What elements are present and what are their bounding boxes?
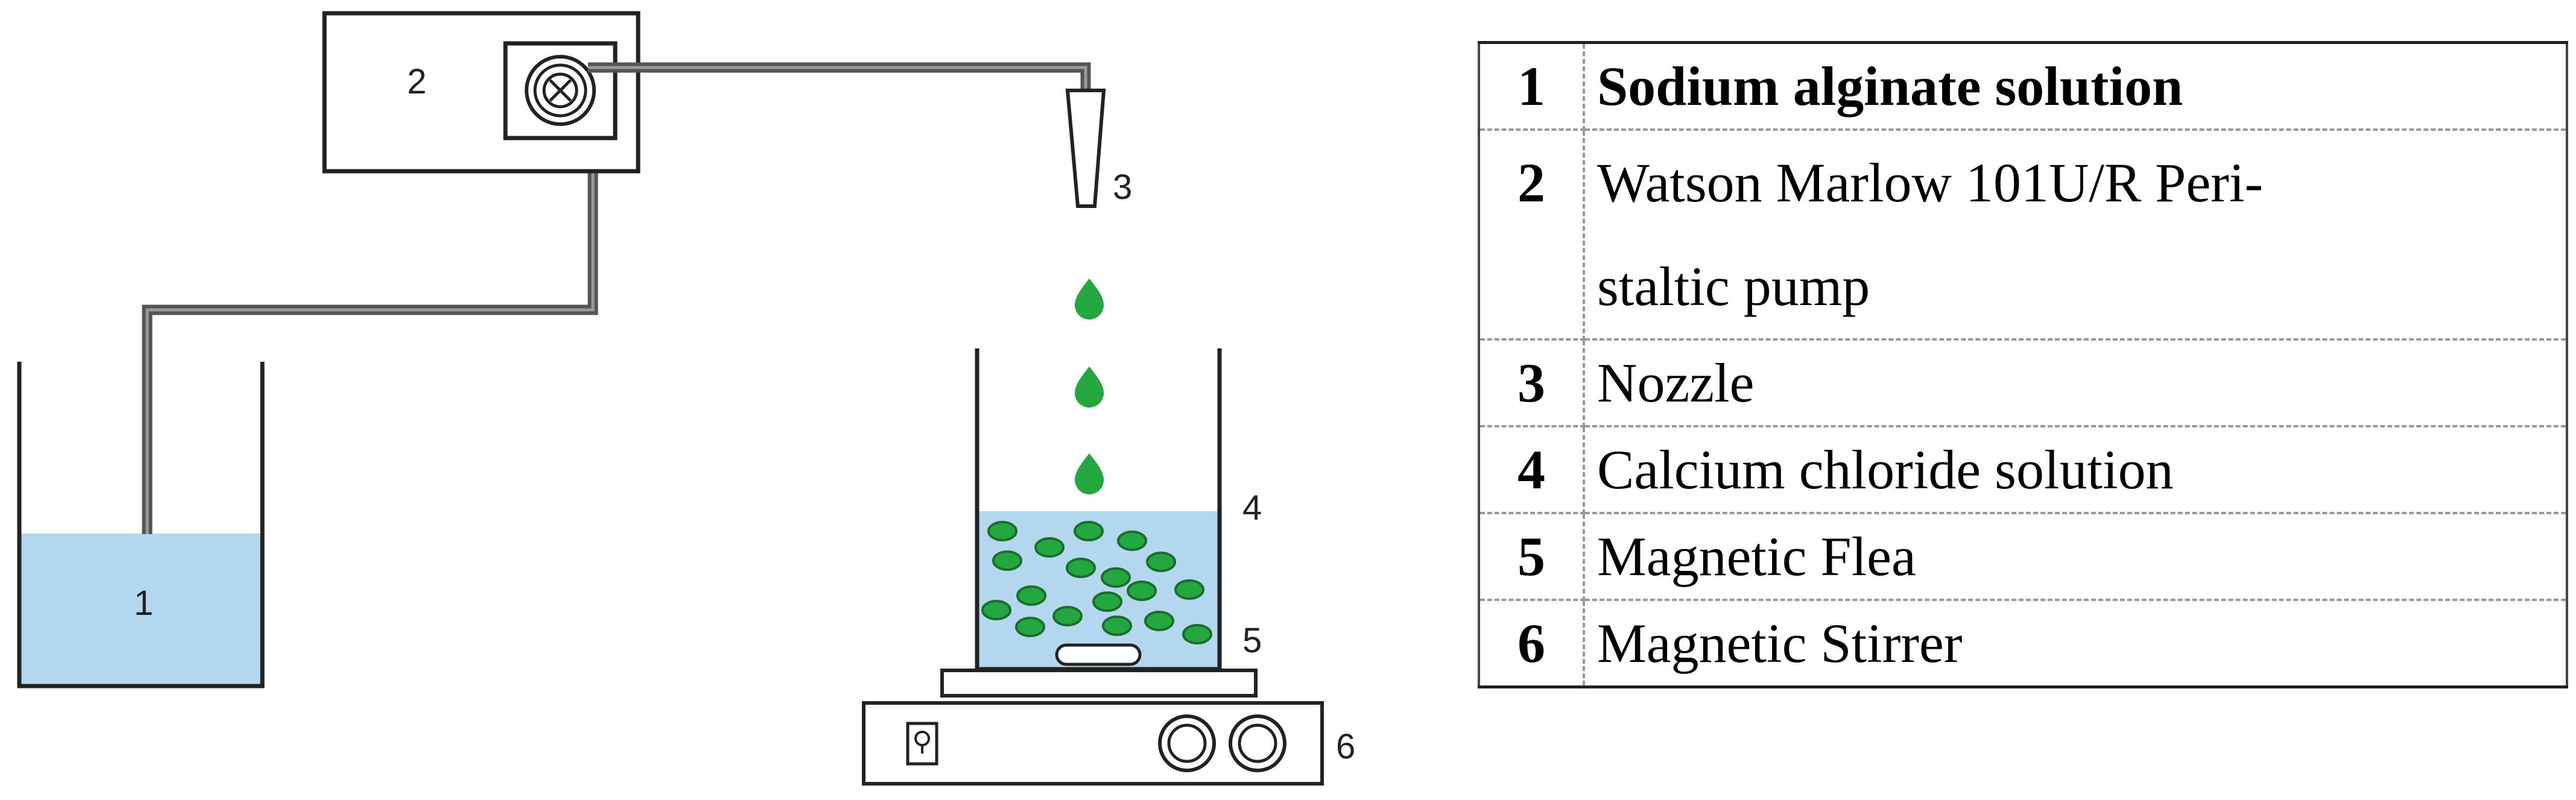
reservoir-liquid (19, 534, 262, 686)
stirrer-label: 6 (1336, 727, 1355, 766)
drop (1075, 367, 1104, 408)
legend-number: 6 (1478, 599, 1585, 687)
legend-number: 5 (1478, 512, 1585, 601)
bead (1174, 579, 1204, 600)
nozzle-body (1065, 89, 1106, 208)
flea-label: 5 (1242, 621, 1262, 660)
bead (987, 521, 1017, 541)
bead (981, 600, 1011, 620)
legend-number: 4 (1478, 425, 1585, 514)
outlet-tube (588, 62, 1091, 90)
stirrer-plate (940, 669, 1258, 698)
bead (1117, 531, 1147, 551)
stirrer-switch (906, 722, 938, 766)
speed-knob-inner (1167, 723, 1207, 763)
speed-knob-outer (1158, 714, 1216, 772)
nozzle: 3 (1065, 89, 1132, 208)
drop (1075, 279, 1104, 320)
legend-label: Magnetic Stirrer (1583, 599, 2568, 687)
reservoir-label: 1 (134, 584, 153, 623)
apparatus-diagram: 1 2 3 4 (17, 11, 1355, 786)
heat-knob-inner (1238, 723, 1277, 763)
bead (1182, 624, 1212, 644)
heat-knob-outer (1229, 714, 1286, 772)
bead (1034, 537, 1065, 558)
pump-rotor-cross (549, 79, 572, 102)
falling-drops (1075, 279, 1104, 494)
legend-label-line: Magnetic Flea (1597, 526, 1916, 587)
legend-label-line: Sodium alginate solution (1597, 55, 2183, 117)
drop (1075, 453, 1104, 494)
legend-label: Sodium alginate solution (1583, 42, 2568, 131)
pump-label: 2 (407, 62, 426, 101)
legend-label-line: Nozzle (1597, 352, 1755, 414)
legend-number: 3 (1478, 338, 1585, 427)
bead (1144, 611, 1174, 631)
legend-label: Watson Marlow 101U/R Peri-staltic pump (1583, 128, 2568, 341)
bead (1127, 581, 1157, 601)
nozzle-label: 3 (1113, 168, 1132, 207)
bead (1092, 591, 1122, 612)
legend-label: Calcium chloride solution (1583, 425, 2568, 514)
bead (1102, 616, 1132, 636)
peristaltic-pump: 2 (322, 11, 641, 174)
bead (992, 550, 1022, 571)
pump-rotor-inner (542, 72, 578, 109)
collection-beaker: 4 5 (975, 348, 1262, 672)
reservoir-beaker: 1 (17, 362, 265, 688)
bead (1066, 558, 1096, 578)
outlet-tube-core (588, 66, 1087, 90)
reservoir-outline (17, 362, 265, 688)
magnetic-stirrer: 6 (862, 669, 1355, 786)
beaker-label: 4 (1242, 488, 1262, 528)
bead (1015, 617, 1045, 637)
pump-rotor-outer (525, 55, 596, 126)
bead (1016, 585, 1046, 606)
stirrer-base (862, 701, 1324, 786)
legend-label-line: Calcium chloride solution (1597, 439, 2174, 500)
legend-number: 2 (1478, 128, 1585, 341)
legend-label-line: staltic pump (1597, 256, 1870, 317)
pump-rotor-mid (533, 63, 587, 118)
bead (1146, 552, 1176, 572)
bead (1101, 567, 1131, 588)
bead (1074, 521, 1104, 541)
bead (1052, 606, 1083, 626)
legend-label-line: Watson Marlow 101U/R Peri- (1597, 152, 2264, 213)
inlet-tube-core (145, 93, 595, 534)
legend-label: Magnetic Flea (1583, 512, 2568, 601)
legend-number: 1 (1478, 42, 1585, 131)
alginate-beads (981, 521, 1212, 644)
legend-label-line: Magnetic Stirrer (1597, 613, 1963, 674)
magnetic-flea (1055, 643, 1142, 666)
legend-label: Nozzle (1583, 338, 2568, 427)
